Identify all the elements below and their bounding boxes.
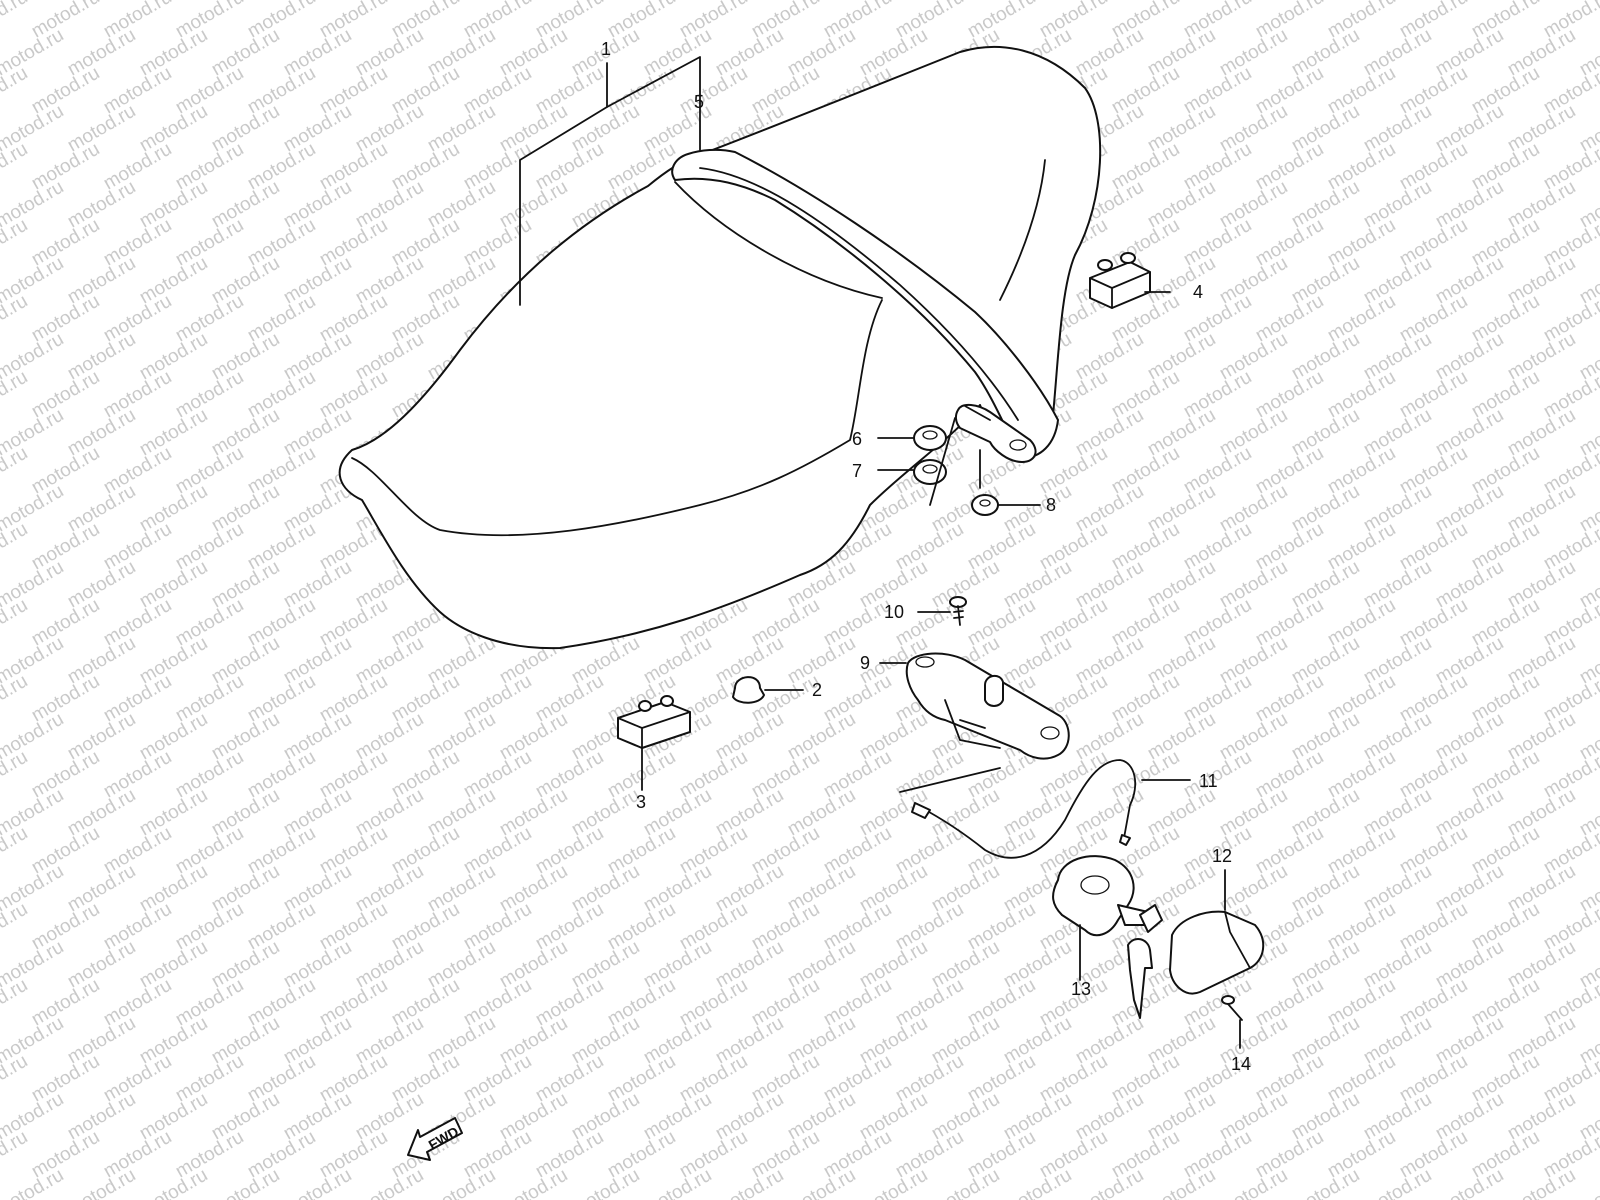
watermark-text: motod.ru bbox=[1432, 1165, 1507, 1200]
watermark-text: motod.ru bbox=[280, 1165, 355, 1200]
seat-drawing bbox=[338, 45, 1102, 650]
part-labels: 1 5 4 6 7 8 10 9 2 3 11 12 13 14 bbox=[601, 39, 1251, 1074]
watermark-text: motod.ru bbox=[1000, 1165, 1075, 1200]
part-label-14: 14 bbox=[1231, 1054, 1251, 1074]
watermark-text: motod.ru bbox=[1360, 1165, 1435, 1200]
watermark-text: motod.ru bbox=[424, 1165, 499, 1200]
watermark-text: motod.ru bbox=[0, 1127, 31, 1183]
watermark-text: motod.ru bbox=[1144, 1165, 1219, 1200]
watermark-text: motod.ru bbox=[136, 1165, 211, 1200]
knob-drawing bbox=[732, 676, 804, 704]
watermark-text: motod.ru bbox=[0, 975, 31, 1031]
watermark-text: motod.ru bbox=[0, 367, 31, 423]
nut-drawing bbox=[971, 494, 1041, 516]
watermark-text: motod.ru bbox=[0, 63, 31, 119]
cover-screw-drawing bbox=[1221, 995, 1243, 1049]
part-label-10: 10 bbox=[884, 602, 904, 622]
watermark-text: motod.ru bbox=[0, 1051, 31, 1107]
part-label-5: 5 bbox=[694, 92, 704, 112]
watermark-text: motod.ru bbox=[0, 823, 31, 879]
screw-drawing bbox=[917, 596, 967, 626]
lock-plate-drawing bbox=[879, 652, 1070, 760]
part-label-13: 13 bbox=[1071, 979, 1091, 999]
watermark-text: motod.ru bbox=[1504, 1165, 1579, 1200]
watermark-text: motod.ru bbox=[64, 1165, 139, 1200]
leader-1-5 bbox=[519, 56, 701, 306]
part-label-8: 8 bbox=[1046, 495, 1056, 515]
part-label-9: 9 bbox=[860, 653, 870, 673]
watermark-text: motod.ru bbox=[1072, 1165, 1147, 1200]
watermark-text: motod.ru bbox=[928, 1165, 1003, 1200]
watermark-text: motod.ru bbox=[0, 291, 31, 347]
watermark-text: motod.ru bbox=[0, 139, 31, 195]
part-label-11: 11 bbox=[1199, 771, 1218, 791]
watermark-text: motod.ru bbox=[0, 215, 31, 271]
watermark-text: motod.ru bbox=[568, 1165, 643, 1200]
watermark-text: motod.ru bbox=[0, 747, 31, 803]
watermark-text: motod.ru bbox=[712, 1165, 787, 1200]
watermark-text: motod.ru bbox=[208, 1165, 283, 1200]
part-label-4: 4 bbox=[1193, 282, 1203, 302]
part-label-2: 2 bbox=[812, 680, 822, 700]
part-label-12: 12 bbox=[1212, 846, 1232, 866]
watermark-text: motod.ru bbox=[0, 443, 31, 499]
part-label-6: 6 bbox=[852, 429, 862, 449]
watermark-text: motod.ru bbox=[352, 1165, 427, 1200]
cable-drawing bbox=[899, 759, 1191, 859]
watermark-text: motod.ru bbox=[1576, 0, 1600, 4]
block-drawing bbox=[617, 695, 691, 791]
watermark-text: motod.ru bbox=[1576, 1165, 1600, 1200]
watermark-text: motod.ru bbox=[856, 1165, 931, 1200]
watermark-text: motod.ru bbox=[640, 1165, 715, 1200]
rubber-block-drawing bbox=[1089, 252, 1171, 309]
watermark-text: motod.ru bbox=[0, 671, 31, 727]
watermark-text: motod.ru bbox=[496, 1165, 571, 1200]
part-label-7: 7 bbox=[852, 461, 862, 481]
watermark-text: motod.ru bbox=[784, 1165, 859, 1200]
watermark-text: motod.ru bbox=[0, 519, 31, 575]
lock-set-drawing bbox=[1052, 855, 1163, 1019]
watermark-text: motod.ru bbox=[0, 595, 31, 651]
watermark-text: motod.ru bbox=[1288, 1165, 1363, 1200]
watermark-text: motod.ru bbox=[0, 899, 31, 955]
cushion-drawing bbox=[877, 405, 991, 506]
part-label-1: 1 bbox=[601, 39, 611, 59]
lock-cover-drawing bbox=[1169, 869, 1265, 995]
part-label-3: 3 bbox=[636, 792, 646, 812]
watermark-text: motod.ru bbox=[0, 0, 31, 42]
watermark-text: motod.ru bbox=[1216, 1165, 1291, 1200]
